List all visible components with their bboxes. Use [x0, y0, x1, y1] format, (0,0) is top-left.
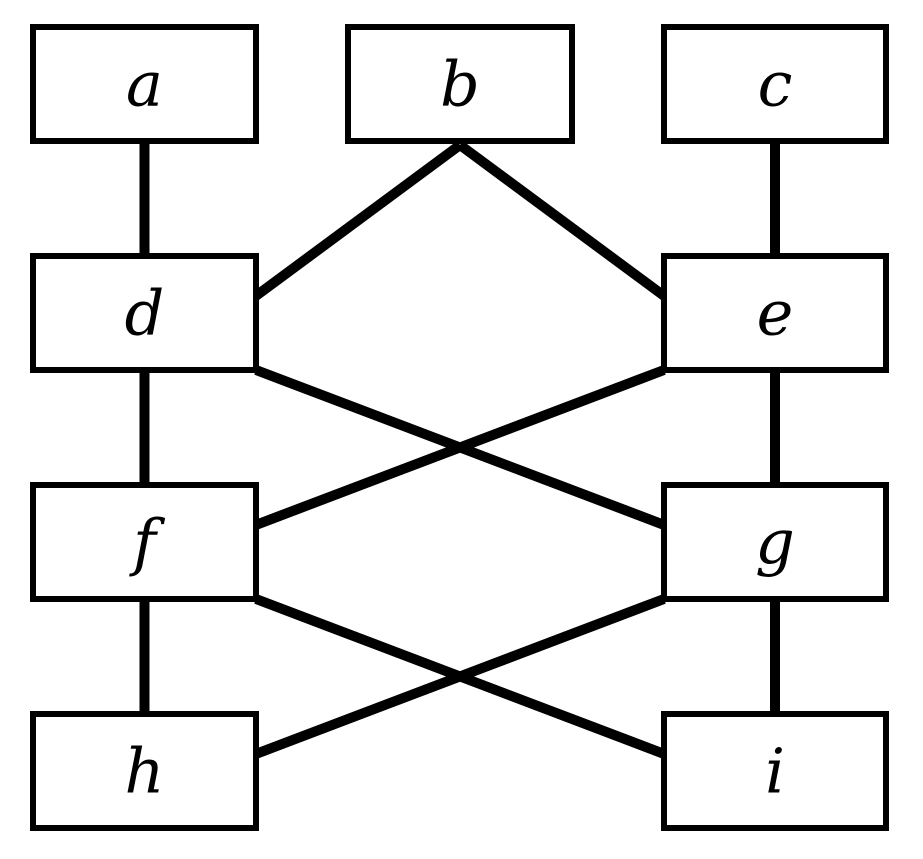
- node-b-label: b: [440, 48, 480, 121]
- node-e-box: [661, 253, 889, 373]
- edge-b-e: [457, 140, 667, 300]
- nodes: a b c d e f g h: [30, 24, 889, 831]
- node-a-box: [30, 24, 259, 144]
- node-d-label: d: [125, 277, 165, 350]
- node-g: g: [661, 482, 889, 602]
- edge-g-h: [254, 594, 666, 759]
- node-g-box: [661, 482, 889, 602]
- node-i-label: i: [765, 735, 785, 808]
- node-f-box: [30, 482, 259, 602]
- node-h-box: [30, 711, 259, 831]
- node-e-label: e: [757, 277, 794, 350]
- node-c-box: [661, 24, 889, 144]
- node-d: d: [30, 253, 259, 373]
- node-a: a: [30, 24, 259, 144]
- edge-b-d: [253, 140, 463, 300]
- node-h-label: h: [125, 735, 165, 808]
- edges: [139, 140, 780, 759]
- node-b-box: [345, 24, 575, 144]
- node-i-box: [661, 711, 889, 831]
- node-h: h: [30, 711, 259, 831]
- node-c: c: [661, 24, 889, 144]
- edge-e-f: [254, 365, 666, 530]
- node-a-label: a: [126, 48, 163, 121]
- node-i: i: [661, 711, 889, 831]
- node-f: f: [30, 482, 259, 602]
- node-g-label: g: [755, 506, 795, 579]
- node-c-label: c: [758, 48, 793, 121]
- node-b: b: [345, 24, 575, 144]
- node-e: e: [661, 253, 889, 373]
- node-d-box: [30, 253, 259, 373]
